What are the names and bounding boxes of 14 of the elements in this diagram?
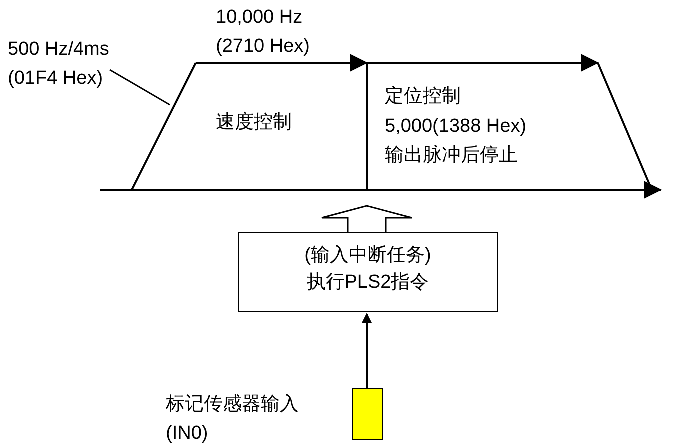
pulse-count-label: 5,000(1388 Hex): [385, 115, 528, 139]
annotation-text: 500 Hz/4ms (01F4 Hex): [8, 35, 146, 93]
hollow-arrow: [321, 205, 413, 233]
frequency-label: 10,000 Hz (2710 Hex): [216, 6, 311, 59]
arrow: [362, 313, 372, 388]
region-note: 输出脉冲后停止: [385, 144, 519, 168]
box-text: 执行PLS2指令: [306, 271, 430, 295]
region-label: 定位控制: [385, 85, 462, 109]
process-box: [238, 232, 498, 312]
sensor-bar: [352, 388, 383, 440]
region-label: 速度控制: [216, 111, 293, 135]
box-heading: (输入中断任务): [304, 244, 432, 268]
leader-line: [110, 69, 170, 106]
sensor-label: 标记传感器输入 (IN0): [166, 393, 300, 446]
